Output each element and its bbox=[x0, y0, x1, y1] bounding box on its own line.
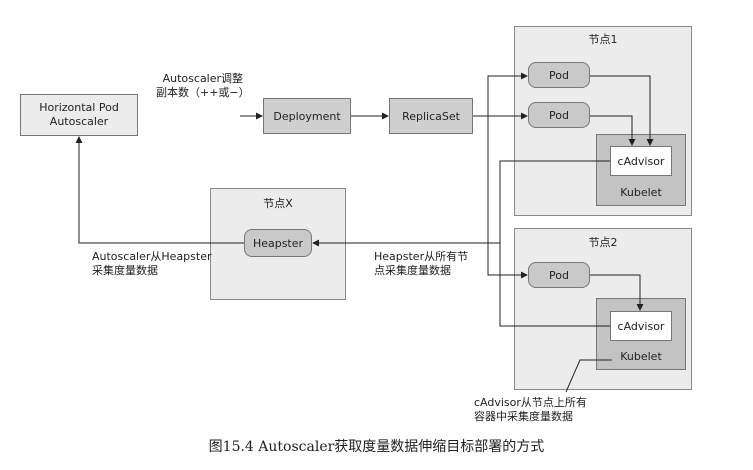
node-x-title: 节点X bbox=[263, 197, 293, 210]
arrow-heapster-to-hpa bbox=[75, 136, 244, 244]
arrow-pod-1-to-cadvisor bbox=[590, 75, 654, 146]
node-1-pod-2: Pod bbox=[528, 102, 590, 128]
arrow-pod-2-to-cadvisor bbox=[590, 115, 636, 146]
annotation-heapster-collect: Heapster从所有节 点采集度量数据 bbox=[374, 250, 469, 277]
arrow-replicaset-to-node-2-pod bbox=[487, 116, 528, 279]
heapster: Heapster bbox=[244, 229, 312, 257]
horizontal-pod-autoscaler: Horizontal Pod Autoscaler bbox=[20, 94, 138, 136]
line-cadvisor-1-to-heapster bbox=[499, 160, 610, 243]
node-1-kubelet-label: Kubelet bbox=[620, 186, 662, 199]
node-2-title: 节点2 bbox=[588, 236, 618, 249]
node-1-cadvisor: cAdvisor bbox=[610, 146, 672, 176]
deployment: Deployment bbox=[263, 98, 351, 134]
annotation-adjust-replicas: Autoscaler调整 副本数（++或−） bbox=[156, 72, 250, 99]
line-cadvisor-2-to-heapster bbox=[499, 243, 610, 327]
annotation-hpa-collect: Autoscaler从Heapster 采集度量数据 bbox=[92, 250, 212, 277]
arrow-node-2-pod-to-cadvisor bbox=[590, 274, 644, 311]
node-1-title: 节点1 bbox=[588, 33, 618, 46]
leader-cadvisor-annotation bbox=[565, 359, 612, 393]
figure-caption: 图15.4 Autoscaler获取度量数据伸缩目标部署的方式 bbox=[208, 439, 545, 455]
node-2-cadvisor: cAdvisor bbox=[610, 311, 672, 341]
annotation-cadvisor-collect: cAdvisor从节点上所有 容器中采集度量数据 bbox=[474, 396, 587, 423]
node-2-pod: Pod bbox=[528, 262, 590, 288]
replicaset: ReplicaSet bbox=[389, 98, 473, 134]
node-1-pod-1: Pod bbox=[528, 62, 590, 88]
node-2-kubelet-label: Kubelet bbox=[620, 350, 662, 363]
arrow-replicaset-to-pod-1 bbox=[473, 72, 528, 117]
hpa-label: Horizontal Pod Autoscaler bbox=[39, 101, 119, 128]
